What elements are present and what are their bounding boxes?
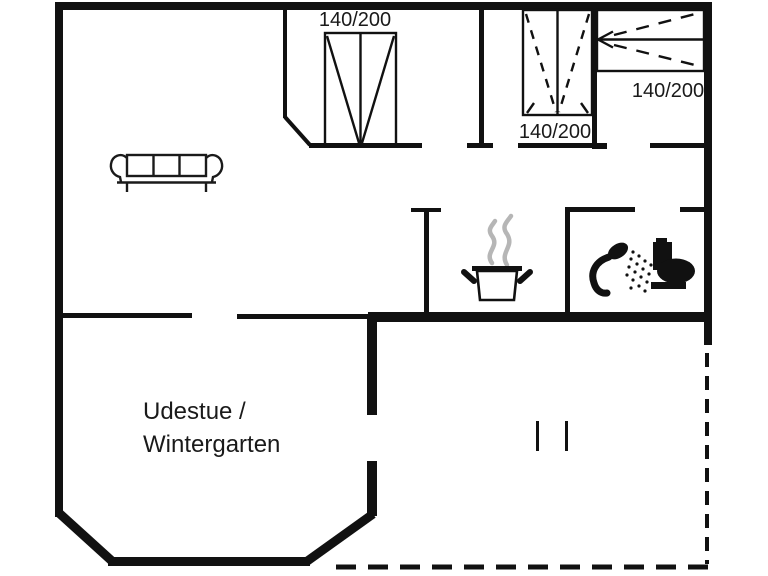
- wg-right-wall-lower: [367, 461, 377, 516]
- pot-body: [475, 269, 519, 302]
- steam-icon: [487, 213, 514, 268]
- terrace-door-marks: [536, 421, 568, 451]
- bathroom-top-wall: [565, 207, 635, 212]
- wall-left-lower: [55, 318, 63, 517]
- wg-diagonal-left: [55, 509, 117, 566]
- bed3-size-label: 140/200: [631, 80, 705, 102]
- terrace-boundary: [336, 353, 710, 570]
- door-mark-left: [536, 421, 539, 451]
- pot-handle-left: [461, 269, 477, 284]
- bed2-corner-tick-right: [580, 102, 589, 114]
- bed2-dashed-left: [524, 13, 558, 113]
- bed1-size-label: 140/200: [318, 9, 392, 31]
- sofa-seats: [125, 153, 208, 178]
- outer-walls: [55, 2, 712, 517]
- steam-wisp-right: [502, 213, 514, 268]
- wg-diagonal-right: [303, 510, 376, 566]
- bed3-dashed-upper: [613, 11, 700, 37]
- sofa-icon: [109, 153, 224, 192]
- sofa-arm-right: [205, 153, 224, 183]
- shower-spray: [625, 250, 653, 293]
- double-bed-icon: [521, 8, 594, 117]
- wintergarten-walls: [55, 318, 377, 566]
- sofa-arm-left: [109, 153, 128, 183]
- bed1-diagonal-right: [360, 35, 396, 144]
- bedroom1-left-wall: [283, 10, 287, 118]
- bed2-corner-tick-left: [526, 102, 535, 114]
- wall-top: [55, 2, 712, 10]
- bathroom-left-wall: [565, 208, 570, 312]
- bedroom2-3-divider: [592, 10, 597, 147]
- kitchen-divider-wall: [424, 208, 429, 312]
- shower-icon: [589, 242, 653, 297]
- bed2-size-label: 140/200: [518, 121, 592, 143]
- bed3-dashed-lower: [613, 43, 700, 68]
- toilet-bowl: [657, 258, 695, 284]
- wall-living-wg-left: [57, 313, 192, 318]
- bed3-arrowhead: [597, 30, 614, 49]
- room-label-line2: Wintergarten: [143, 431, 281, 458]
- wall-living-wg-right: [237, 314, 368, 319]
- toilet-button: [656, 238, 667, 244]
- toilet-icon: [651, 238, 695, 289]
- pot-handle-right: [517, 269, 533, 284]
- room-label-wintergarten: Udestue / Wintergarten: [143, 395, 280, 461]
- wg-bottom-wall: [108, 557, 310, 566]
- steam-wisp-left: [487, 218, 498, 266]
- kitchen-bath-walls: [411, 207, 706, 312]
- toilet-base: [651, 282, 686, 289]
- wall-main-thick: [368, 312, 707, 322]
- shower-handle: [589, 253, 613, 297]
- wg-right-wall-upper: [367, 318, 377, 415]
- bed2-dashed-right: [557, 13, 591, 113]
- shower-head: [607, 242, 629, 260]
- bathroom-top-wall-right: [680, 207, 706, 212]
- hall-wall-3: [650, 143, 706, 148]
- double-bed-icon: [595, 8, 706, 73]
- hall-wall-2: [518, 143, 595, 148]
- room-label-line1: Udestue /: [143, 398, 246, 425]
- mid-walls: [57, 312, 707, 322]
- double-bed-icon: [323, 31, 398, 147]
- wall-left-upper: [55, 2, 63, 320]
- door-mark-right: [565, 421, 568, 451]
- wall-right: [704, 2, 712, 345]
- bedroom1-2-divider: [479, 10, 484, 148]
- hall-wall-cap-b: [592, 143, 607, 149]
- bed1-diagonal-left: [325, 35, 361, 144]
- bedroom1-corner-diagonal: [283, 115, 312, 147]
- cooking-pot-icon: [461, 266, 533, 302]
